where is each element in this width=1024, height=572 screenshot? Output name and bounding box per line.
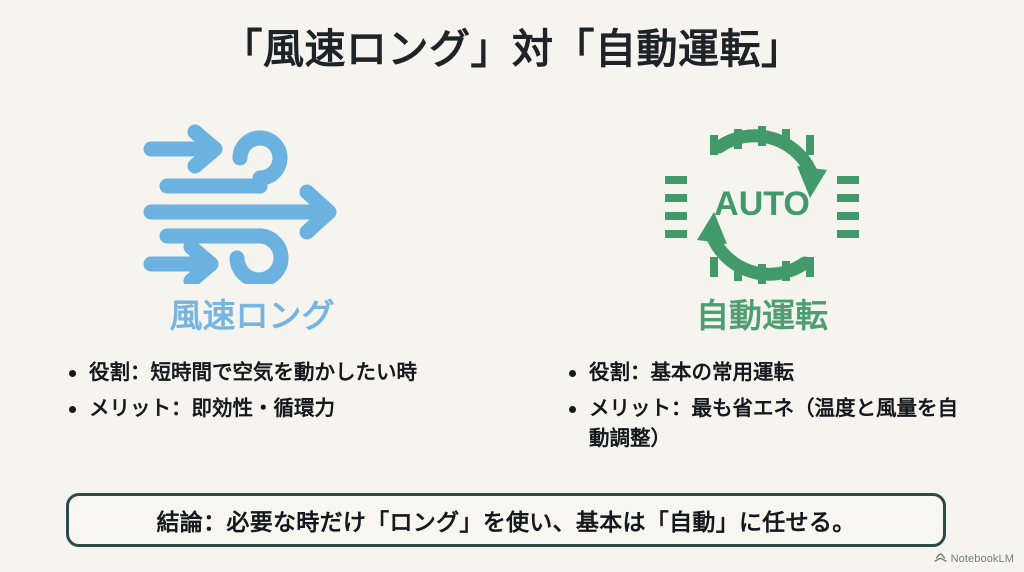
notebooklm-logo-icon	[933, 552, 947, 566]
bullet-list-wind-long: 役割：短時間で空気を動かしたい時 メリット：即効性・循環力	[60, 358, 482, 424]
conclusion-box: 結論：必要な時だけ「ロング」を使い、基本は「自動」に任せる。	[66, 493, 946, 547]
bullet-list-auto-operation: 役割：基本の常用運転 メリット：最も省エネ（温度と風量を自動調整）	[560, 358, 960, 454]
column-wind-long: 風速ロング 役割：短時間で空気を動かしたい時 メリット：即効性・循環力	[22, 118, 482, 431]
notebooklm-watermark: NotebookLM	[933, 552, 1014, 566]
list-item: 役割：短時間で空気を動かしたい時	[60, 358, 482, 388]
column-label-wind-long: 風速ロング	[169, 297, 335, 334]
auto-cycle-icon: AUTO	[532, 118, 992, 290]
page-title: 「風速ロング」対「自動運転」	[221, 26, 803, 72]
list-item: メリット：最も省エネ（温度と風量を自動調整）	[560, 394, 960, 453]
notebooklm-label: NotebookLM	[950, 553, 1014, 565]
list-item: 役割：基本の常用運転	[560, 358, 960, 388]
column-auto-operation: AUTO 自動運転 役割：基本の常用運転 メリット：最も省エネ（温度と風量を自動…	[532, 118, 992, 461]
list-item: メリット：即効性・循環力	[60, 394, 482, 424]
column-label-auto-operation: 自動運転	[696, 297, 828, 334]
wind-arrows-icon	[22, 118, 482, 290]
auto-label: AUTO	[714, 185, 810, 223]
conclusion-text: 結論：必要な時だけ「ロング」を使い、基本は「自動」に任せる。	[156, 509, 856, 535]
